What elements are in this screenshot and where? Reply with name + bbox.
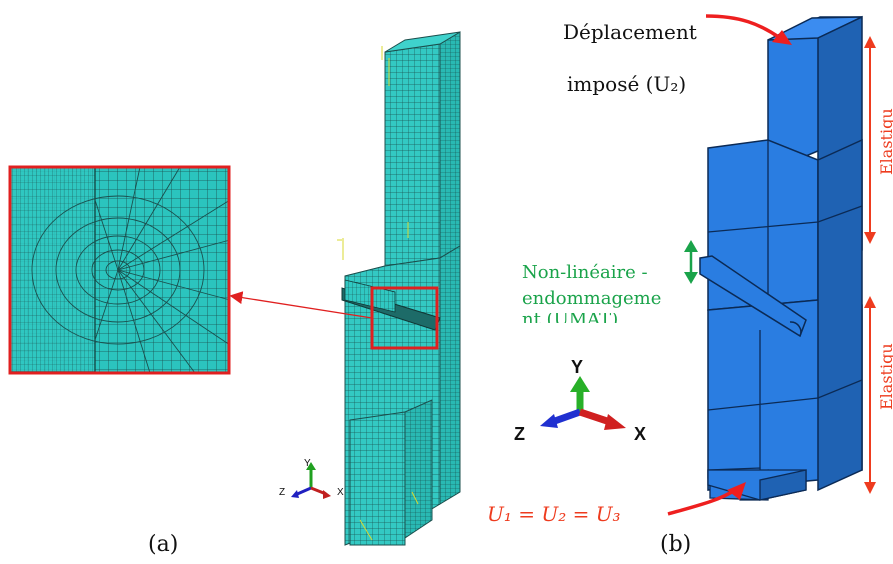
nonlinear-label-line2: endommageme xyxy=(522,288,662,309)
small-axis-triad xyxy=(291,462,331,499)
solid-partition-lines xyxy=(707,140,863,500)
displacement-arrowhead xyxy=(772,30,792,45)
solid-inclusion-end xyxy=(789,321,802,337)
mesh-reference-marks xyxy=(337,46,409,260)
detail-fine-region xyxy=(10,167,95,373)
small-z-axis-label: Z xyxy=(279,487,286,498)
mesh-bottom-side-face xyxy=(404,399,433,539)
small-y-axis-label: Y xyxy=(304,458,311,469)
boundary-condition-label: U₁ = U₂ = U₃ xyxy=(487,502,621,526)
displacement-arrow xyxy=(705,14,782,40)
elastic-upper-label: Elastiqu xyxy=(877,108,893,175)
large-axis-triad xyxy=(540,376,626,430)
fixed-support-arrowhead xyxy=(727,482,746,500)
caption-a: (a) xyxy=(148,532,179,557)
detail-radial-mesh xyxy=(31,166,231,374)
large-y-axis-label: Y xyxy=(571,357,584,377)
mesh-main-side-face xyxy=(439,245,461,505)
nonlinear-label-line1: Non-linéaire - xyxy=(522,262,648,283)
mesh-reference-marks-lower xyxy=(359,491,419,541)
displacement-label-line1: Déplacement xyxy=(563,20,697,44)
zoom-arrow xyxy=(229,291,373,319)
solid-middle-side-face xyxy=(817,138,863,492)
solid-model xyxy=(699,15,863,501)
mesh-model xyxy=(337,31,461,546)
mesh-top-side-face xyxy=(439,31,461,259)
large-z-axis-icon xyxy=(550,408,582,426)
small-x-axis-label: X xyxy=(337,487,344,498)
mesh-bottom-front-face xyxy=(349,411,406,546)
displacement-label-line2: imposé (U₂) xyxy=(567,72,687,96)
detail-frame xyxy=(8,165,231,375)
large-z-axis-label: Z xyxy=(514,424,525,444)
elastic-lower-label: Elastiqu xyxy=(877,343,893,410)
large-x-axis-icon xyxy=(578,408,612,426)
nonlinear-label-line3: nt (UMAT) xyxy=(522,313,618,323)
solid-bottom-side-face xyxy=(759,469,807,501)
mesh-top-cap xyxy=(384,31,461,53)
caption-b: (b) xyxy=(660,532,692,557)
mesh-top-front-face xyxy=(384,43,441,267)
mesh-detail-inset xyxy=(8,165,231,375)
large-x-axis-label: X xyxy=(634,424,647,444)
solid-inclusion-bar xyxy=(699,255,807,338)
